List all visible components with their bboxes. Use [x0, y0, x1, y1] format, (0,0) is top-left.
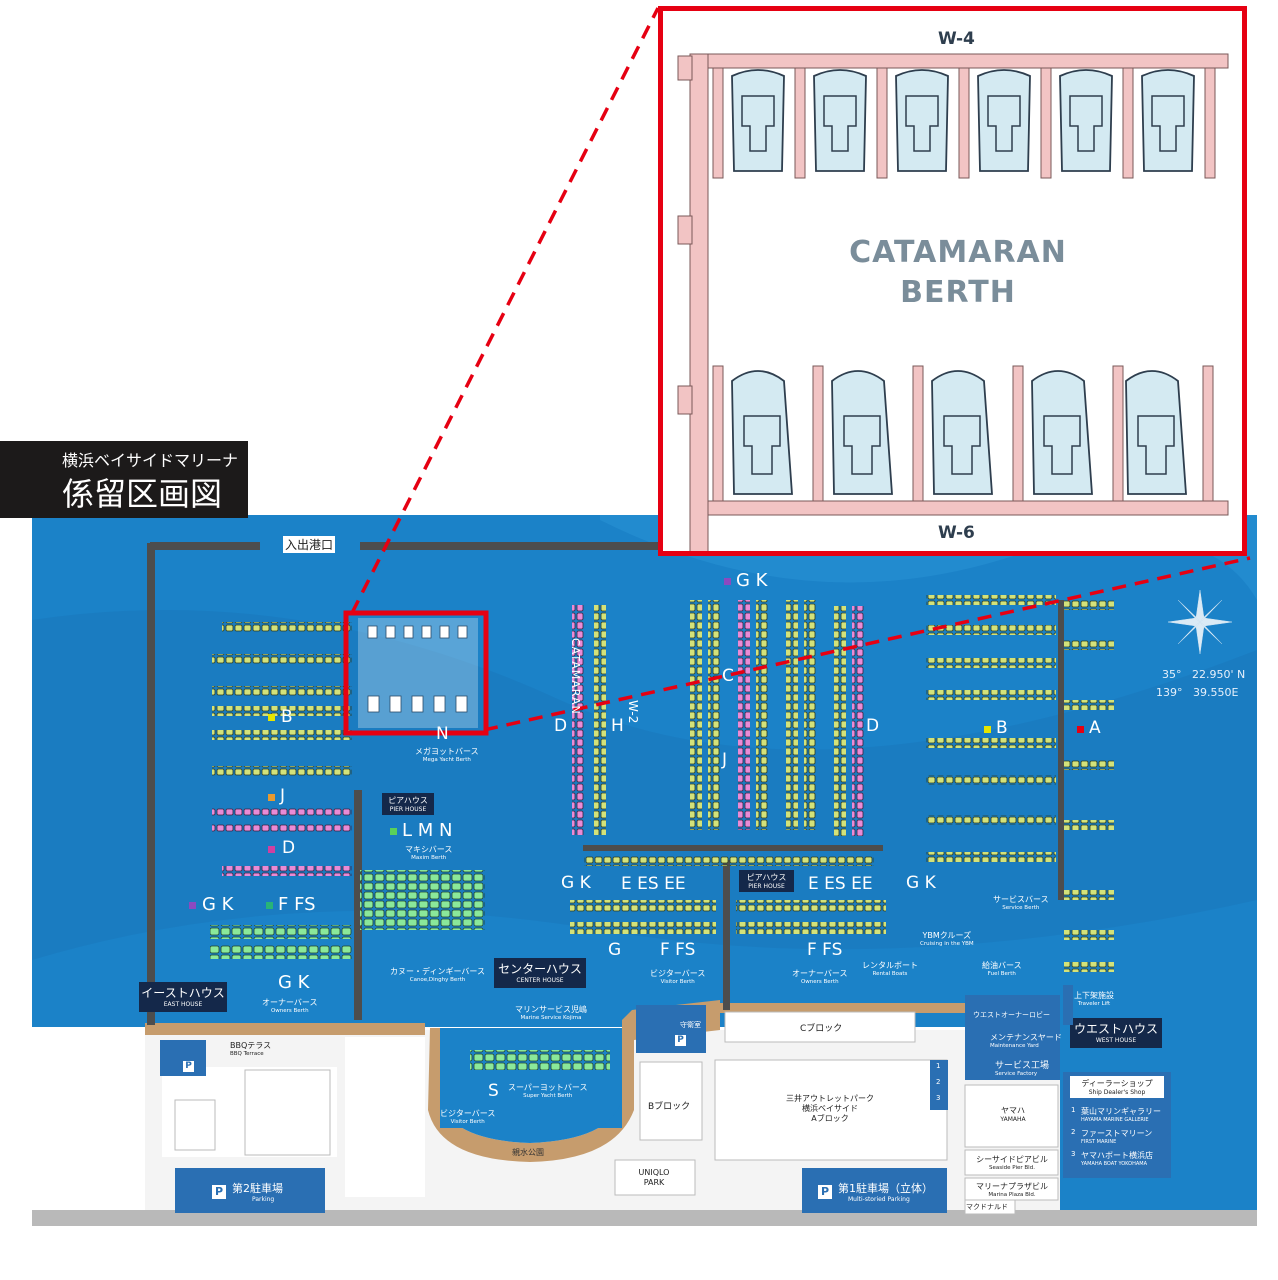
catamaran-highlight [343, 610, 489, 736]
dealer-title-box [1070, 1076, 1164, 1098]
mini-catamarans [367, 625, 468, 713]
buildings [162, 1011, 1059, 1215]
zoom-connector-line [483, 556, 1251, 732]
main-piers [147, 542, 1064, 1025]
center-berths [470, 600, 886, 1070]
land-bottom-gray [32, 1210, 1257, 1226]
east-walk [700, 1003, 1020, 1013]
basin-water-curve [440, 1100, 622, 1143]
west-berths [210, 622, 485, 959]
east-berths [926, 595, 1114, 972]
navy-boxes [139, 793, 1162, 1213]
zoom-connector-line [350, 7, 660, 614]
promenade [145, 1023, 425, 1035]
